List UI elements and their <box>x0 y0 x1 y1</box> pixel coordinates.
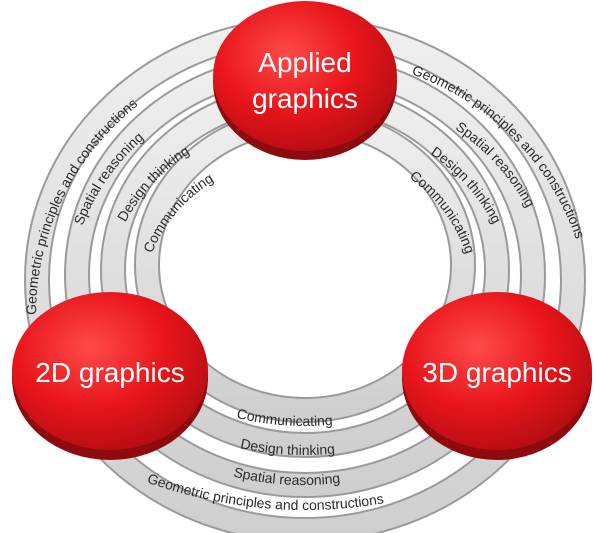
node-applied-graphics: Applied graphics <box>213 1 397 160</box>
3d-graphics-label: 3D graphics <box>422 357 571 388</box>
applied-graphics-line2: graphics <box>252 83 358 114</box>
node-3d-graphics: 3D graphics <box>402 292 592 460</box>
applied-graphics-line1: Applied <box>258 47 351 78</box>
2d-graphics-label: 2D graphics <box>35 357 184 388</box>
node-2d-graphics: 2D graphics <box>12 292 208 460</box>
